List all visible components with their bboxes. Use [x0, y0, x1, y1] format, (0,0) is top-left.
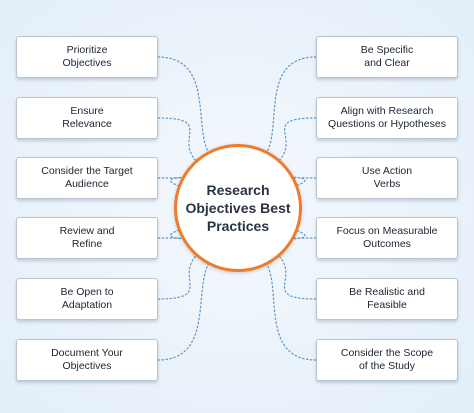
- central-topic-circle: Research Objectives Best Practices: [174, 144, 302, 272]
- node-be-open-to-adaptation: Be Open to Adaptation: [16, 278, 158, 320]
- node-be-realistic-and-feasible: Be Realistic and Feasible: [316, 278, 458, 320]
- node-document-your-objectives: Document Your Objectives: [16, 339, 158, 381]
- node-label: Review and Refine: [59, 225, 115, 250]
- connector-line-box-r1: [279, 117, 317, 161]
- node-align-with-research-questions: Align with Research Questions or Hypothe…: [316, 97, 458, 139]
- connector-line-box-r2: [292, 176, 317, 186]
- node-be-specific-and-clear: Be Specific and Clear: [316, 36, 458, 78]
- connector-line-box-r4: [279, 255, 317, 300]
- connector-line-box-r3: [292, 230, 317, 240]
- node-label: Be Specific and Clear: [360, 44, 414, 69]
- connector-line-box-r0: [266, 56, 317, 152]
- connector-line-box-l0: [157, 56, 209, 153]
- node-focus-on-measurable-outcomes: Focus on Measurable Outcomes: [316, 217, 458, 259]
- connector-line-box-l2: [157, 177, 182, 187]
- connector-line-box-r5: [266, 264, 317, 361]
- node-label: Ensure Relevance: [62, 105, 112, 130]
- node-label: Be Realistic and Feasible: [349, 286, 425, 311]
- node-label: Consider the Scope of the Study: [340, 347, 434, 372]
- node-label: Focus on Measurable Outcomes: [336, 225, 438, 250]
- node-consider-scope-of-study: Consider the Scope of the Study: [316, 339, 458, 381]
- connector-line-box-l3: [157, 229, 182, 239]
- node-use-action-verbs: Use Action Verbs: [316, 157, 458, 199]
- node-label: Document Your Objectives: [51, 347, 123, 372]
- central-topic-title: Research Objectives Best Practices: [185, 182, 291, 234]
- node-consider-target-audience: Consider the Target Audience: [16, 157, 158, 199]
- node-label: Align with Research Questions or Hypothe…: [328, 105, 446, 130]
- connector-line-box-l1: [157, 117, 197, 161]
- node-label: Use Action Verbs: [361, 165, 413, 190]
- node-review-and-refine: Review and Refine: [16, 217, 158, 259]
- connector-line-box-l4: [157, 255, 197, 300]
- connector-line-box-l5: [157, 264, 209, 361]
- node-prioritize-objectives: Prioritize Objectives: [16, 36, 158, 78]
- node-ensure-relevance: Ensure Relevance: [16, 97, 158, 139]
- node-label: Prioritize Objectives: [62, 44, 112, 69]
- node-label: Consider the Target Audience: [41, 165, 133, 190]
- node-label: Be Open to Adaptation: [60, 286, 114, 311]
